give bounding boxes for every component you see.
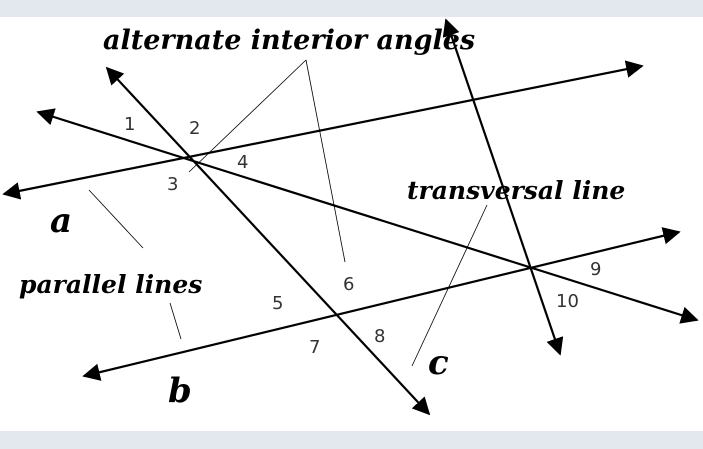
angle-5: 5 <box>272 293 283 314</box>
leader-angle-6 <box>305 59 346 263</box>
angle-1: 1 <box>124 114 135 135</box>
angle-6: 6 <box>343 274 354 295</box>
leader-transversal <box>411 204 488 367</box>
transversal-line-steep <box>105 66 431 416</box>
angle-8: 8 <box>374 326 385 347</box>
line-a <box>2 60 644 200</box>
transversal-label: transversal line <box>407 176 625 205</box>
leader-parallel-a <box>88 189 144 249</box>
angle-3: 3 <box>167 174 178 195</box>
line-c <box>442 18 564 356</box>
line-a-label: a <box>50 201 72 241</box>
title-label: alternate interior angles <box>103 25 475 56</box>
leader-angle-3 <box>188 59 307 173</box>
line-c-label: c <box>428 343 449 383</box>
angle-9: 9 <box>590 259 601 280</box>
leader-parallel-b <box>169 302 182 340</box>
angle-4: 4 <box>237 152 248 173</box>
angle-7: 7 <box>309 337 320 358</box>
angle-10: 10 <box>556 291 579 312</box>
parallel-label: parallel lines <box>19 270 202 299</box>
angle-2: 2 <box>189 118 200 139</box>
line-b-label: b <box>168 371 192 411</box>
line-b <box>82 227 681 381</box>
